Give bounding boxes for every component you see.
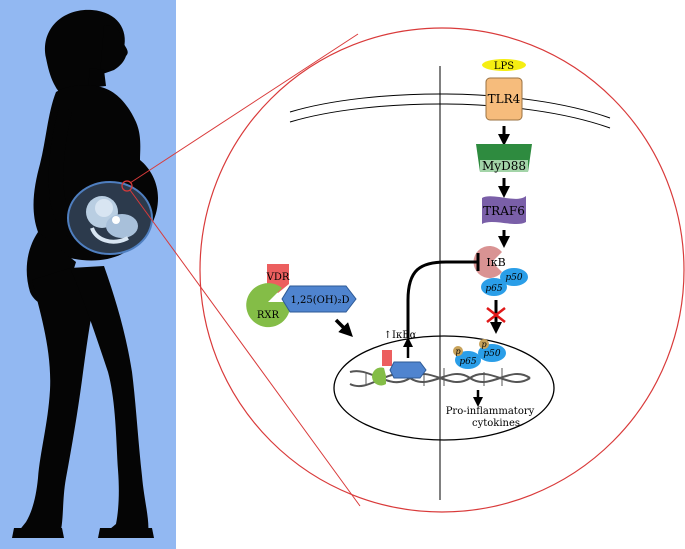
p65-cyto-node bbox=[481, 278, 507, 296]
zoom-source-circle bbox=[121, 180, 133, 192]
traf6-label: TRAF6 bbox=[483, 204, 525, 218]
ikb-node bbox=[473, 245, 502, 278]
phospho-a-label: p bbox=[455, 347, 460, 356]
vdr-nuclear-node bbox=[382, 350, 392, 366]
tlr4-label: TLR4 bbox=[488, 92, 521, 106]
p65-nuc-node bbox=[455, 351, 481, 369]
traf6-node bbox=[482, 196, 526, 224]
inhibition-arrow bbox=[406, 260, 478, 338]
pregnancy-panel bbox=[0, 0, 176, 549]
fetus-icon bbox=[86, 196, 138, 244]
tlr4-node bbox=[485, 77, 523, 121]
lps-node bbox=[482, 59, 526, 71]
cell-membrane bbox=[289, 93, 611, 129]
vitamin-d-complex: VDR RXR 1,25(OH)₂D bbox=[246, 264, 357, 337]
ikb-label: IκB bbox=[486, 256, 505, 269]
phospho-b-label: p bbox=[481, 340, 486, 349]
p65-nuc-label: p65 bbox=[459, 357, 476, 367]
lps-label: LPS bbox=[494, 61, 514, 72]
myd88-label: MyD88 bbox=[482, 159, 526, 173]
nucleus: ↑IκBα p65 p50 p p Pro-inflammatory cytok… bbox=[333, 330, 555, 441]
phospho-a-node bbox=[453, 346, 463, 356]
rxr-node bbox=[246, 283, 291, 328]
zoom-circle bbox=[199, 27, 685, 513]
lps-receptor-cascade: LPS TLR4 MyD88 TRAF6 IκB p50 p65 bbox=[473, 59, 532, 334]
p50-nuc-label: p50 bbox=[483, 349, 500, 359]
vitd-nuclear-node bbox=[389, 361, 427, 379]
vitd-label: 1,25(OH)₂D bbox=[290, 295, 349, 306]
p50-cyto-label: p50 bbox=[505, 273, 522, 283]
rxr-label: RXR bbox=[257, 310, 280, 321]
inhibition-x-icon bbox=[486, 307, 506, 323]
womb bbox=[67, 181, 153, 255]
p65-cyto-label: p65 bbox=[485, 284, 502, 294]
p50-cyto-node bbox=[500, 268, 528, 286]
ikba-label: ↑IκBα bbox=[384, 330, 417, 341]
vitd-node bbox=[281, 285, 357, 313]
arrow-complex-nucleus bbox=[334, 318, 353, 337]
rxr-nuclear-node bbox=[372, 367, 386, 386]
phospho-b-node bbox=[479, 339, 489, 349]
cytokines-line2: cytokines bbox=[472, 418, 520, 429]
zoom-callout bbox=[129, 27, 685, 513]
vdr-node bbox=[267, 264, 289, 284]
nucleus-outline bbox=[333, 335, 555, 441]
cytokines-line1: Pro-inflammatory bbox=[446, 406, 535, 417]
vdr-label: VDR bbox=[266, 272, 290, 283]
